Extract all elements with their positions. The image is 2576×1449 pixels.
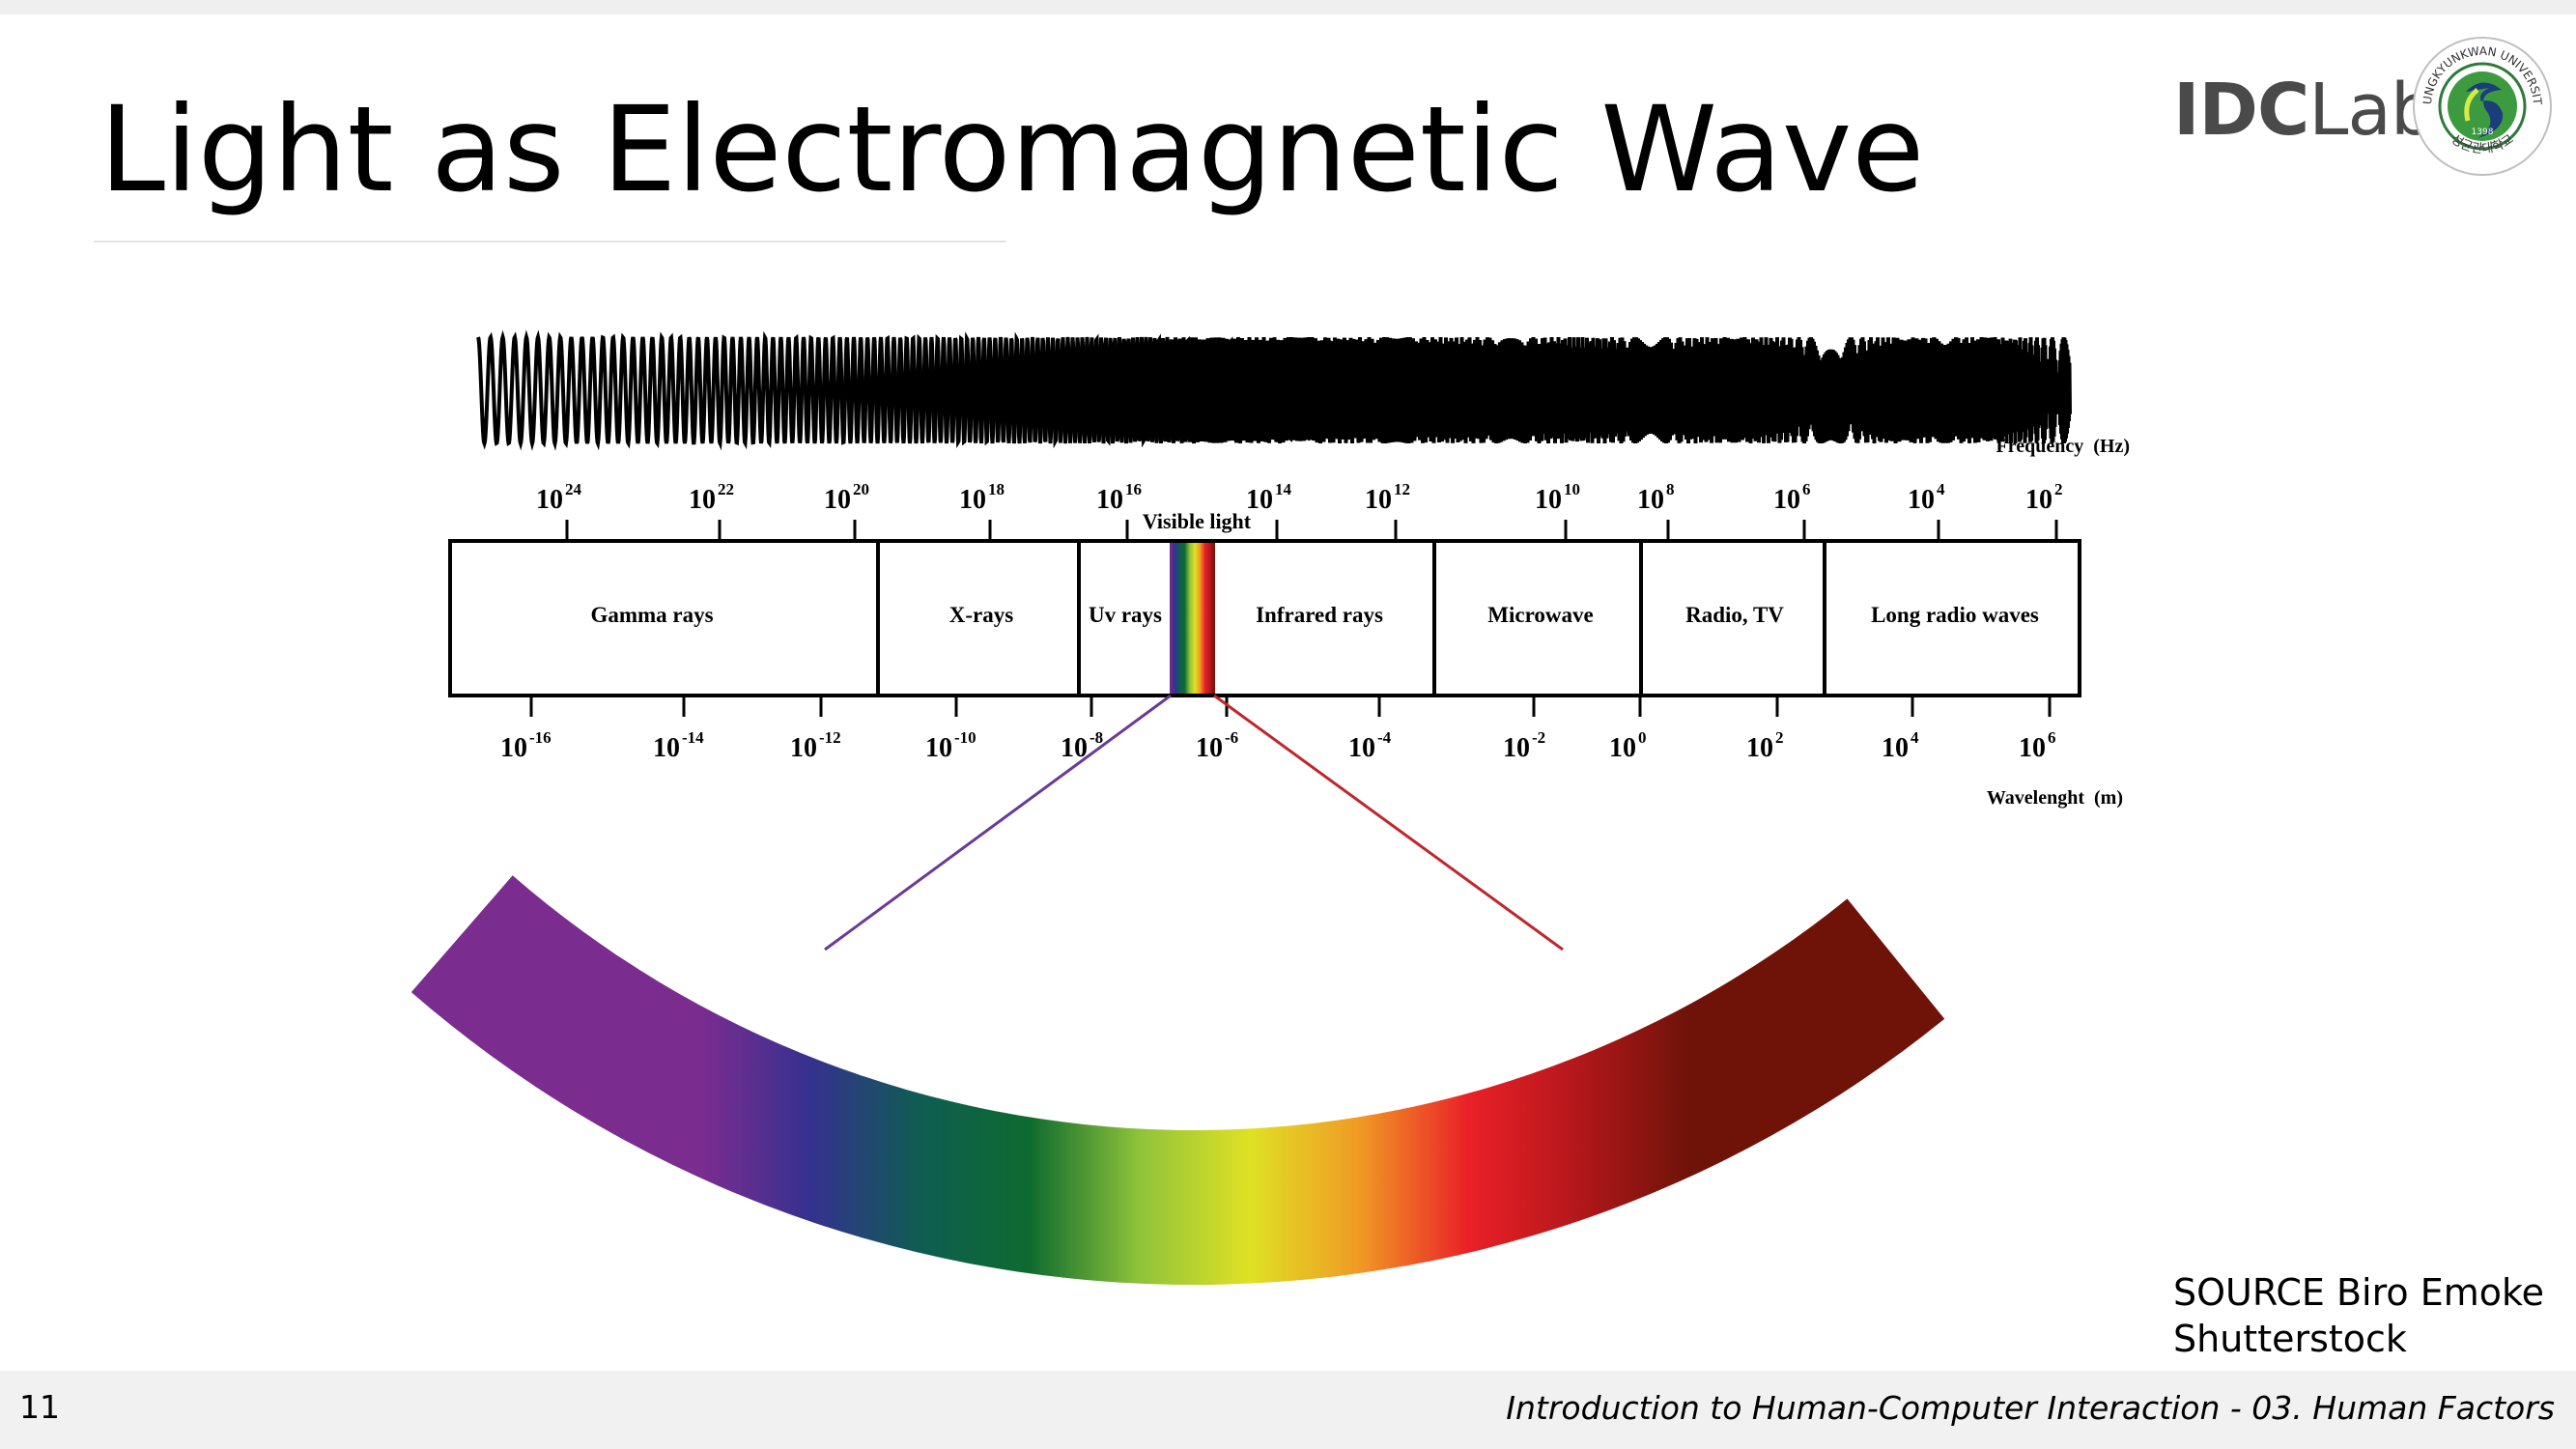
wavelength-tick-base: 10: [653, 733, 680, 763]
band-label: Gamma rays: [590, 603, 713, 627]
frequency-tick-exponent: 14: [1275, 480, 1292, 498]
frequency-tick-exponent: 22: [718, 480, 734, 498]
wavelength-tick-base: 10: [1746, 733, 1773, 763]
band-dividers: [876, 541, 1826, 696]
frequency-tick-base: 10: [536, 485, 563, 515]
visible-light-strip: [1170, 543, 1215, 694]
wavelength-axis-label: Wavelenght (m): [1987, 787, 2123, 809]
band-label: Uv rays: [1089, 603, 1162, 627]
frequency-tick-base: 10: [689, 485, 716, 515]
wavelength-tick-exponent: -12: [819, 728, 841, 747]
spectrum-band-box: [448, 539, 2081, 697]
frequency-tick-exponent: 4: [1937, 480, 1945, 498]
frequency-tick-exponent: 20: [853, 480, 869, 498]
top-strip: [0, 0, 2576, 14]
wavelength-tick-exponent: -10: [954, 728, 977, 747]
source-line-2: Shutterstock: [2173, 1318, 2407, 1360]
image-source: SOURCE Biro Emoke Shutterstock: [2173, 1269, 2544, 1362]
wavelength-tick-exponent: -14: [682, 728, 704, 747]
frequency-tick-exponent: 6: [1802, 480, 1811, 498]
wavelength-tick-exponent: -6: [1225, 728, 1238, 747]
slide-title: Light as Electromagnetic Wave: [99, 81, 1925, 218]
visible-fan-right-line: [1213, 694, 1564, 952]
frequency-tick-exponent: 12: [1394, 480, 1410, 498]
wavelength-tick-base: 10: [500, 733, 527, 763]
frequency-tick-exponent: 24: [565, 480, 582, 498]
frequency-tick-exponent: 10: [1564, 480, 1580, 498]
wavelength-tick-exponent: 4: [1911, 728, 1919, 747]
wavelength-tick-exponent: -16: [529, 728, 552, 747]
frequency-tick-base: 10: [1773, 485, 1800, 515]
frequency-tick-exponent: 18: [988, 480, 1005, 498]
wavelength-tick-exponent: -2: [1532, 728, 1545, 747]
band-label: X-rays: [949, 603, 1013, 627]
university-seal: SUNGKYUNKWAN UNIVERSITY 성균관대학교 1398: [2410, 34, 2552, 176]
wavelength-tick-base: 10: [1348, 733, 1375, 763]
band-label: Infrared rays: [1256, 603, 1383, 627]
visible-spectrum-fan: [410, 875, 1945, 1286]
idclab-logo: IDCLab: [2173, 62, 2436, 158]
footer-course-title: Introduction to Human-Computer Interacti…: [1506, 1389, 2555, 1427]
frequency-axis-label: Frequency (Hz): [1996, 436, 2131, 457]
frequency-tick-base: 10: [959, 485, 986, 515]
band-label: Radio, TV: [1685, 603, 1784, 627]
frequency-tick-base: 10: [1246, 485, 1273, 515]
wavelength-tick-base: 10: [2019, 733, 2046, 763]
band-labels: Gamma rays X-rays Uv rays Infrared rays Micr…: [590, 603, 2039, 627]
wavelength-tick-exponent: 6: [2048, 728, 2056, 747]
frequency-tick-base: 10: [1637, 485, 1664, 515]
footer-bar: [0, 1371, 2576, 1449]
wavelength-tick-exponent: -8: [1090, 728, 1103, 747]
visible-light-label: Visible light: [1143, 509, 1252, 533]
source-line-1: SOURCE Biro Emoke: [2173, 1271, 2545, 1314]
wavelength-tick-exponent: 0: [1638, 728, 1647, 747]
frequency-tick-exponent: 16: [1125, 480, 1142, 498]
band-label: Long radio waves: [1871, 603, 2039, 627]
frequency-tick-exponent: 8: [1666, 480, 1675, 498]
frequency-tick-base: 10: [824, 485, 851, 515]
logo-idc: IDC: [2173, 69, 2309, 152]
wavelength-tick-base: 10: [1609, 733, 1636, 763]
band-label: Microwave: [1487, 603, 1593, 627]
wavelength-tick-base: 10: [1503, 733, 1530, 763]
seal-year: 1398: [2472, 128, 2494, 137]
wavelength-tick-base: 10: [925, 733, 952, 763]
title-underline: [94, 241, 1006, 242]
wavelength-tick-exponent: 2: [1775, 728, 1784, 747]
visible-fan-left-line: [824, 694, 1172, 952]
frequency-tick-exponent: 2: [2054, 480, 2063, 498]
wavelength-tick-base: 10: [1882, 733, 1909, 763]
wavelength-tick-base: 10: [790, 733, 817, 763]
wavelength-tick-exponent: -4: [1377, 728, 1392, 747]
page-number: 11: [19, 1388, 60, 1426]
frequency-tick-base: 10: [1908, 485, 1935, 515]
frequency-tick-base: 10: [1535, 485, 1562, 515]
frequency-tick-base: 10: [2025, 485, 2052, 515]
frequency-tick-base: 10: [1365, 485, 1392, 515]
wavelength-tick-base: 10: [1196, 733, 1223, 763]
wave-curve: [476, 329, 2072, 451]
frequency-tick-base: 10: [1096, 485, 1123, 515]
